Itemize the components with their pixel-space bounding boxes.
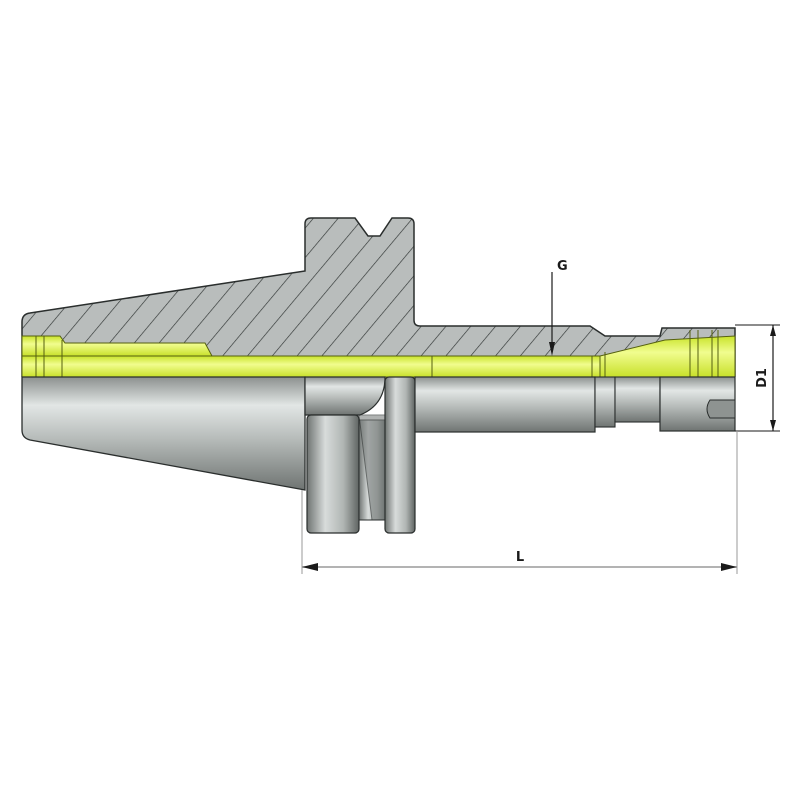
dimension-d1: D1 <box>735 324 780 432</box>
collet-slot <box>706 399 736 419</box>
section-view-upper <box>21 217 736 378</box>
dimension-l: L <box>301 431 738 574</box>
shank-neck <box>614 376 661 423</box>
flange-upper <box>304 376 386 416</box>
exterior-view-lower <box>21 376 736 534</box>
label-d1: D1 <box>755 368 770 388</box>
taper-shank <box>21 376 306 491</box>
bore-yellow-cone <box>599 335 736 378</box>
hatched-body-section <box>21 217 736 377</box>
flange-ring-1 <box>306 414 360 534</box>
bore-yellow-main <box>21 355 638 378</box>
label-g: G <box>557 259 568 274</box>
shank-step <box>594 376 616 428</box>
dimension-g: G <box>549 259 568 356</box>
label-l: L <box>516 550 524 565</box>
flange-ring-2 <box>384 376 416 534</box>
shank-body <box>414 376 596 433</box>
